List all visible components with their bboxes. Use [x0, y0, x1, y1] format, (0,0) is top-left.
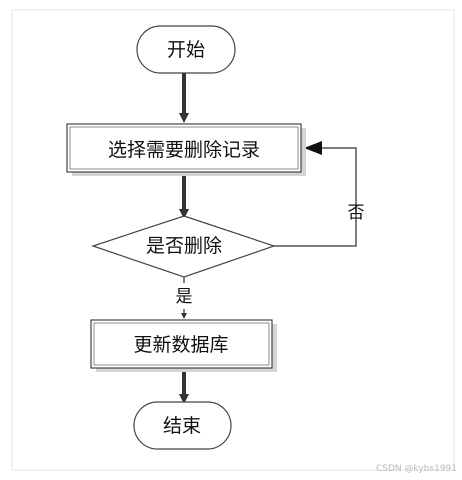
delete-decision-label: 是否删除 — [146, 235, 222, 257]
start-node: 开始 — [136, 25, 236, 74]
yes-label: 是 — [176, 287, 193, 307]
end-terminal-shape — [133, 401, 232, 450]
no-label: 否 — [348, 203, 365, 223]
select-record-inner-border — [69, 126, 299, 170]
start-label: 开始 — [167, 39, 205, 61]
update-database-inner-border — [93, 322, 270, 366]
select-record-label: 选择需要删除记录 — [108, 139, 260, 161]
watermark-text: CSDN @kybs1991 — [376, 464, 457, 474]
no-loop-connector — [274, 147, 357, 247]
yes-arrowhead — [181, 313, 187, 319]
end-node: 结束 — [133, 401, 232, 450]
start-terminal-shape — [136, 25, 236, 74]
no-loop-line — [274, 147, 357, 247]
no-loop-arrowhead — [304, 141, 322, 155]
select-record-box — [66, 123, 302, 173]
select-record-node: 选择需要删除记录 — [66, 123, 306, 176]
yes-connector — [181, 277, 187, 319]
delete-decision-node: 是否删除 — [91, 215, 276, 278]
update-database-node: 更新数据库 — [90, 319, 277, 372]
update-database-box — [90, 319, 273, 369]
update-database-label: 更新数据库 — [133, 334, 228, 356]
delete-decision-diamond — [91, 215, 276, 278]
end-label: 结束 — [163, 415, 201, 437]
